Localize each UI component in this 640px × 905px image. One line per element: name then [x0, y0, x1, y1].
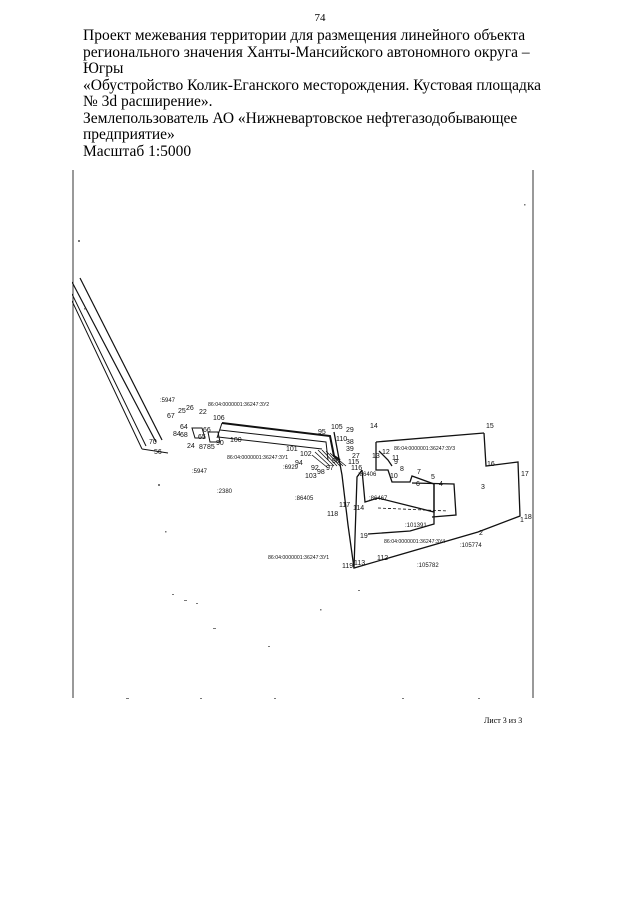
- point-numbers: 1 2 3 4 5 6 7 8 9 10 11 12 13 14 15 16 1…: [149, 405, 532, 570]
- point-label: 64: [180, 424, 188, 431]
- point-label: 13: [372, 453, 380, 460]
- point-label: 102: [300, 451, 312, 458]
- header-line: Проект межевания территории для размещен…: [83, 27, 526, 44]
- point-label: 66: [203, 427, 211, 434]
- parcel-label: :86405: [295, 496, 314, 502]
- point-label: 100: [230, 437, 242, 444]
- point-label: 16: [487, 461, 495, 468]
- point-label: 10: [390, 473, 398, 480]
- point-label: 3: [481, 484, 485, 491]
- point-label: 14: [370, 423, 378, 430]
- header-line: «Обустройство Колик-Еганского месторожде…: [83, 76, 542, 94]
- point-label: 24: [187, 443, 195, 450]
- point-label: 25: [178, 408, 186, 415]
- point-label: 112: [377, 555, 388, 562]
- point-label: 97: [326, 465, 334, 472]
- parcel-label: :105782: [417, 563, 439, 569]
- point-label: 68: [180, 432, 188, 439]
- header-line: Землепользователь АО «Нижневартовское не…: [83, 109, 518, 127]
- point-label: 87: [199, 444, 207, 451]
- point-label: 7: [417, 469, 421, 476]
- parcel-label: :105774: [460, 543, 482, 549]
- point-label: 19: [360, 533, 368, 540]
- parcel-label: :86406: [358, 472, 377, 478]
- point-label: 65: [198, 434, 206, 441]
- point-label: 17: [521, 471, 529, 478]
- point-label: 22: [199, 409, 207, 416]
- point-label: 96: [332, 458, 340, 465]
- road-corridor: [72, 277, 169, 454]
- header-line: Югры: [83, 60, 124, 77]
- dashed-boundary: [377, 507, 449, 512]
- point-label: 56: [154, 449, 162, 456]
- parcel-label: :86467: [369, 496, 388, 502]
- header-line: регионального значения Ханты-Мансийского…: [83, 43, 530, 61]
- point-label: 18: [524, 514, 532, 521]
- point-label: 94: [295, 460, 303, 467]
- survey-map: 86:04:0000001:36247:ЗУ2 86:04:0000001:36…: [72, 170, 534, 699]
- point-label: 11: [392, 455, 399, 462]
- cadastral-label: 86:04:0000001:36247:ЗУ4: [384, 539, 445, 545]
- point-label: 6: [416, 481, 420, 488]
- point-label: 106: [213, 415, 225, 422]
- parcel-label: :5947: [160, 398, 176, 404]
- point-label: 113: [354, 560, 365, 567]
- line-fan: [311, 449, 347, 469]
- cadastral-label: 86:04:0000001:36247:ЗУ1: [268, 555, 329, 561]
- document-header: Проект межевания территории для размещен…: [83, 27, 553, 160]
- point-label: 29: [346, 427, 354, 434]
- point-label: 105: [331, 424, 343, 431]
- point-label: 12: [382, 449, 390, 456]
- point-label: 119: [342, 563, 353, 570]
- point-label: 85: [207, 444, 215, 451]
- point-label: 110: [336, 436, 347, 443]
- parcel-label: :2380: [217, 489, 233, 495]
- point-label: 98: [317, 469, 325, 476]
- point-label: 84: [173, 431, 181, 438]
- point-label: 114: [353, 505, 364, 512]
- point-label: 117: [339, 502, 350, 509]
- point-label: 8: [400, 466, 404, 473]
- point-label: 115: [348, 459, 359, 466]
- parcel-label: :101391: [405, 523, 427, 529]
- main-parcel: [333, 431, 521, 569]
- page-number: 74: [314, 12, 326, 24]
- point-label: 103: [305, 473, 317, 480]
- sheet-label: Лист 3 из 3: [484, 716, 523, 725]
- point-label: 39: [346, 446, 354, 453]
- point-label: 15: [486, 423, 494, 430]
- cadastral-label: 86:04:0000001:36247:ЗУ3: [394, 446, 455, 452]
- point-label: 9: [394, 459, 398, 466]
- point-label: 92: [311, 465, 319, 472]
- parcel-small: [191, 427, 221, 443]
- point-label: 118: [327, 511, 338, 518]
- point-label: 5: [431, 474, 435, 481]
- point-label: 95: [318, 429, 326, 436]
- point-label: 70: [149, 439, 157, 446]
- parcel-label: :5947: [192, 469, 208, 475]
- scale-label: Масштаб 1:5000: [83, 142, 192, 160]
- point-label: 1: [520, 517, 524, 524]
- parcel-label: :6929: [283, 465, 299, 471]
- point-label: 67: [167, 413, 175, 420]
- cadastral-label: 86:04:0000001:36247:ЗУ1: [227, 455, 288, 461]
- point-label: 2: [479, 530, 483, 537]
- cadastral-label: 86:04:0000001:36247:ЗУ2: [208, 402, 269, 408]
- header-line: предприятие»: [83, 126, 175, 143]
- point-label: 38: [346, 439, 354, 446]
- point-label: 4: [439, 481, 443, 488]
- point-label: 101: [286, 446, 298, 453]
- point-label: 90: [216, 440, 224, 447]
- point-label: 116: [351, 465, 362, 472]
- scan-specks: [78, 204, 526, 699]
- point-label: 27: [352, 453, 360, 460]
- header-line: № 3d расширение».: [83, 93, 213, 110]
- point-label: 26: [186, 405, 194, 412]
